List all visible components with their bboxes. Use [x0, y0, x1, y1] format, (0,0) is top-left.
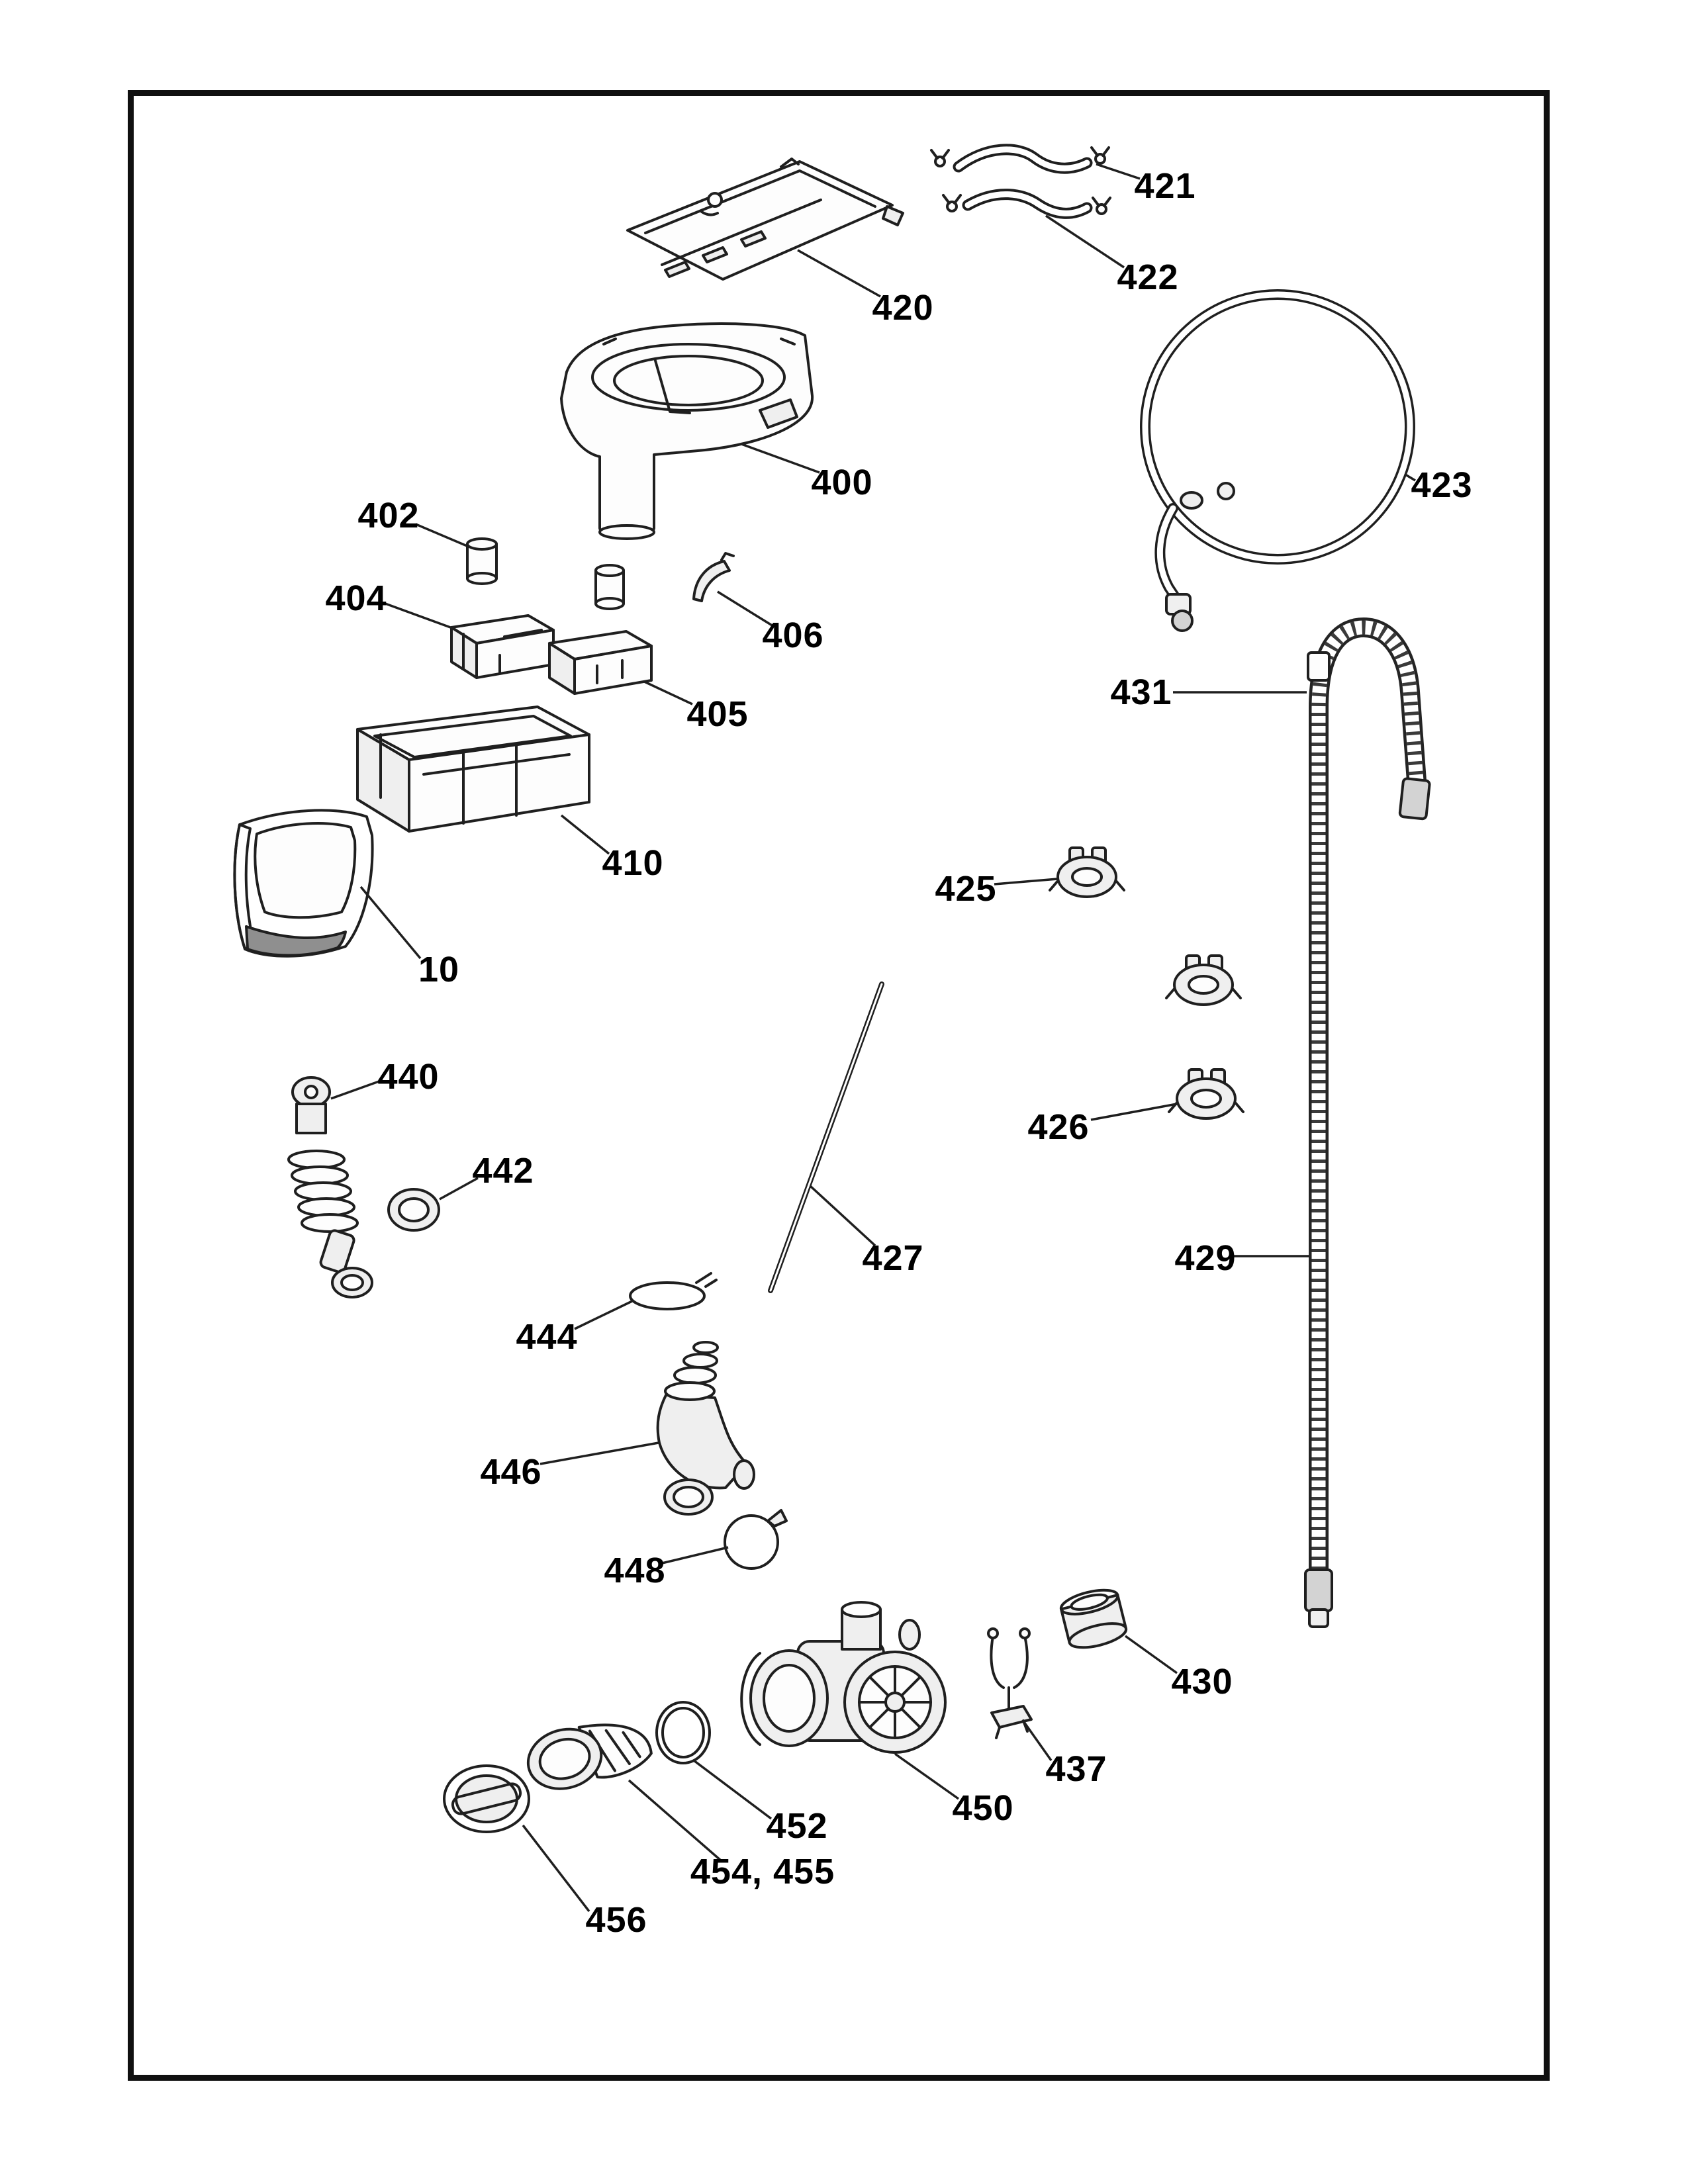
part-label-452: 452 — [766, 1806, 828, 1846]
part-label-426: 426 — [1027, 1107, 1090, 1147]
part-400-dispenser-housing — [560, 322, 814, 540]
part-421-hose — [930, 144, 1110, 174]
part-446-bellows-hose — [656, 1341, 755, 1516]
part-456-filter-cap — [443, 1764, 530, 1833]
part-404-insert-tray — [450, 614, 555, 679]
part-448-clamp — [724, 1509, 788, 1570]
part-426-clamp — [1168, 1068, 1244, 1120]
part-label-429: 429 — [1174, 1238, 1237, 1278]
part-442-grommet — [387, 1188, 440, 1232]
part-label-421: 421 — [1134, 166, 1196, 206]
part-422-hose — [942, 189, 1111, 219]
part-label-444: 444 — [516, 1317, 578, 1357]
part-429-drain-hose — [1304, 617, 1431, 1628]
part-label-427: 427 — [862, 1238, 924, 1278]
part-label-422: 422 — [1117, 257, 1179, 297]
part-label-446: 446 — [480, 1452, 542, 1492]
part-label-450: 450 — [952, 1788, 1014, 1828]
part-405-insert-tray — [548, 630, 653, 695]
part-452-o-ring — [655, 1701, 711, 1764]
part-420-cover — [626, 158, 904, 281]
part-10-drawer-front-panel — [233, 809, 374, 958]
part-label-405: 405 — [686, 694, 749, 734]
part-label-454-455: 454, 455 — [690, 1852, 835, 1891]
part-454-455-filter — [526, 1723, 653, 1790]
part-444-clamp-ring — [629, 1272, 718, 1310]
part-middle-clamp — [1165, 954, 1242, 1006]
part-label-456: 456 — [585, 1900, 647, 1940]
part-427-rod — [768, 981, 884, 1293]
part-425-clamp — [1049, 846, 1125, 898]
part-label-402: 402 — [357, 496, 420, 535]
part-label-431: 431 — [1110, 672, 1172, 712]
part-label-404: 404 — [325, 578, 387, 618]
part-label-423: 423 — [1411, 465, 1473, 505]
part-430-coupling — [1059, 1588, 1128, 1649]
part-406-clip — [692, 552, 735, 602]
part-402-cylinder — [466, 537, 625, 610]
part-437-hose-clip — [987, 1627, 1033, 1739]
part-450-pump — [740, 1601, 947, 1754]
part-423-hose-loop — [1140, 289, 1415, 632]
part-label-440: 440 — [377, 1057, 440, 1097]
part-label-425: 425 — [935, 869, 997, 909]
part-label-430: 430 — [1171, 1662, 1233, 1702]
part-440-damper — [287, 1076, 373, 1298]
part-label-437: 437 — [1045, 1749, 1107, 1789]
part-label-406: 406 — [762, 615, 824, 655]
part-label-420: 420 — [872, 288, 934, 328]
part-label-10: 10 — [418, 950, 460, 989]
part-410-drawer — [356, 705, 590, 833]
part-label-400: 400 — [811, 463, 873, 502]
part-label-442: 442 — [472, 1151, 534, 1191]
part-label-410: 410 — [602, 843, 664, 883]
part-label-448: 448 — [604, 1551, 666, 1590]
